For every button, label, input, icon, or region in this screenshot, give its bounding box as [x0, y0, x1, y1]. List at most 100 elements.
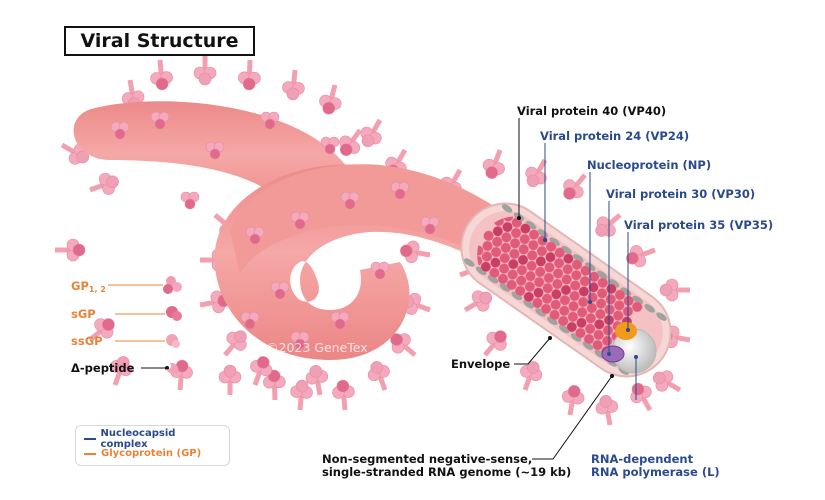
glycoprotein-spike	[483, 330, 507, 357]
nucleoprotein	[588, 282, 599, 293]
surface-trefoil	[205, 141, 225, 160]
matrix-protein	[487, 274, 499, 284]
nucleoprotein	[502, 221, 513, 233]
glycoprotein-spike	[390, 333, 417, 357]
glycoprotein-spike	[563, 173, 587, 200]
nucleoprotein	[481, 251, 493, 262]
nucleoprotein	[508, 258, 519, 270]
nucleoprotein	[519, 233, 530, 245]
nucleoprotein	[584, 323, 596, 335]
nucleoprotein	[524, 281, 536, 292]
gp12-glyph	[163, 276, 182, 294]
nucleoprotein	[526, 260, 537, 272]
nucleoprotein	[551, 288, 562, 300]
nucleoprotein	[592, 339, 603, 351]
surface-trefoil	[290, 211, 310, 230]
glycoprotein-spike	[630, 382, 653, 412]
nucleoprotein	[576, 307, 588, 318]
nucleoprotein	[614, 300, 625, 311]
glycoprotein-spike	[463, 290, 493, 313]
surface-trefoil	[240, 311, 260, 330]
nucleoprotein	[568, 301, 579, 312]
ssgp-glyph	[166, 334, 180, 348]
glycoprotein-spike	[367, 361, 390, 391]
glycoprotein-spike	[89, 172, 119, 195]
glycoprotein-spike	[150, 59, 173, 91]
nucleoprotein	[570, 280, 581, 291]
glycoprotein-spike	[170, 359, 193, 391]
glycoprotein-spike	[525, 158, 548, 188]
label-sgp: sGP	[71, 307, 96, 321]
nucleoprotein	[497, 273, 509, 285]
nucleoprotein	[576, 317, 587, 329]
glycoprotein-spike	[305, 365, 329, 396]
glycoprotein-spike	[360, 118, 383, 148]
sgp-glyph	[166, 306, 182, 321]
glycoprotein-spike	[659, 278, 690, 302]
copyright-text: ©2023 GeneTex	[266, 340, 368, 355]
label-vp40: Viral protein 40 (VP40)	[517, 104, 667, 118]
nucleoprotein	[578, 286, 590, 297]
nucleoprotein	[514, 285, 526, 297]
nucleoprotein	[550, 299, 561, 310]
surface-trefoil	[290, 331, 310, 350]
nucleoprotein	[536, 245, 548, 257]
nucleoprotein	[541, 293, 553, 304]
glycoprotein-spike	[520, 361, 543, 391]
nucleoprotein	[509, 248, 520, 260]
vp35-protein	[615, 322, 637, 340]
nucleoprotein	[544, 262, 555, 273]
nucleoprotein	[602, 325, 614, 336]
label-polymerase-line2: RNA polymerase (L)	[591, 465, 720, 479]
matrix-protein	[573, 254, 584, 263]
matrix-protein	[570, 333, 582, 342]
nucleoprotein	[534, 266, 546, 278]
glycoprotein-spike	[332, 379, 355, 411]
glycoprotein-spike	[110, 356, 133, 386]
surface-trefoil	[370, 261, 390, 280]
matrix-protein	[561, 245, 572, 255]
legend-label-nucleocapsid: Nucleocapsid complex	[100, 427, 176, 450]
nucleoprotein	[594, 319, 605, 330]
nucleoprotein	[597, 277, 609, 289]
glycoprotein-spike	[218, 364, 242, 395]
nucleoprotein	[575, 327, 586, 339]
matrix-protein	[632, 295, 643, 305]
glycoprotein-spike	[193, 55, 217, 86]
nucleoprotein	[595, 298, 607, 309]
nucleoprotein	[562, 263, 573, 275]
glycoprotein-spike	[250, 356, 273, 386]
nucleoprotein	[528, 229, 540, 240]
nucleoprotein	[491, 236, 503, 248]
glycoprotein-spike	[282, 69, 305, 101]
surface-trefoil	[420, 216, 440, 235]
glycoprotein-spike	[595, 213, 622, 237]
glycoprotein-spike	[290, 379, 313, 411]
matrix-protein	[523, 299, 534, 309]
nucleoprotein	[571, 259, 583, 270]
nucleoprotein	[567, 311, 579, 323]
nucleoprotein	[552, 268, 564, 279]
legend-swatch-nucleocapsid	[84, 437, 96, 440]
nucleoprotein	[507, 269, 518, 280]
surface-trefoil	[150, 111, 170, 130]
nucleoprotein	[525, 270, 536, 282]
nucleoprotein	[554, 247, 566, 258]
nucleoprotein	[510, 227, 522, 239]
virion-tube-upper-arc	[230, 164, 500, 275]
nucleoprotein	[490, 246, 502, 258]
vp30-protein	[601, 345, 625, 363]
nucleoprotein	[569, 290, 580, 302]
surface-trefoil	[260, 111, 280, 130]
nucleoprotein	[604, 304, 615, 315]
glycoprotein-spike	[626, 245, 656, 268]
nucleoprotein	[542, 282, 553, 294]
nucleoprotein	[593, 329, 604, 341]
nucleoprotein	[552, 278, 563, 290]
surface-trefoil	[270, 281, 290, 300]
nucleoprotein	[489, 267, 500, 279]
glycoprotein-spike	[339, 128, 363, 156]
nucleoprotein	[506, 279, 517, 291]
glycoprotein-spike	[223, 330, 247, 357]
